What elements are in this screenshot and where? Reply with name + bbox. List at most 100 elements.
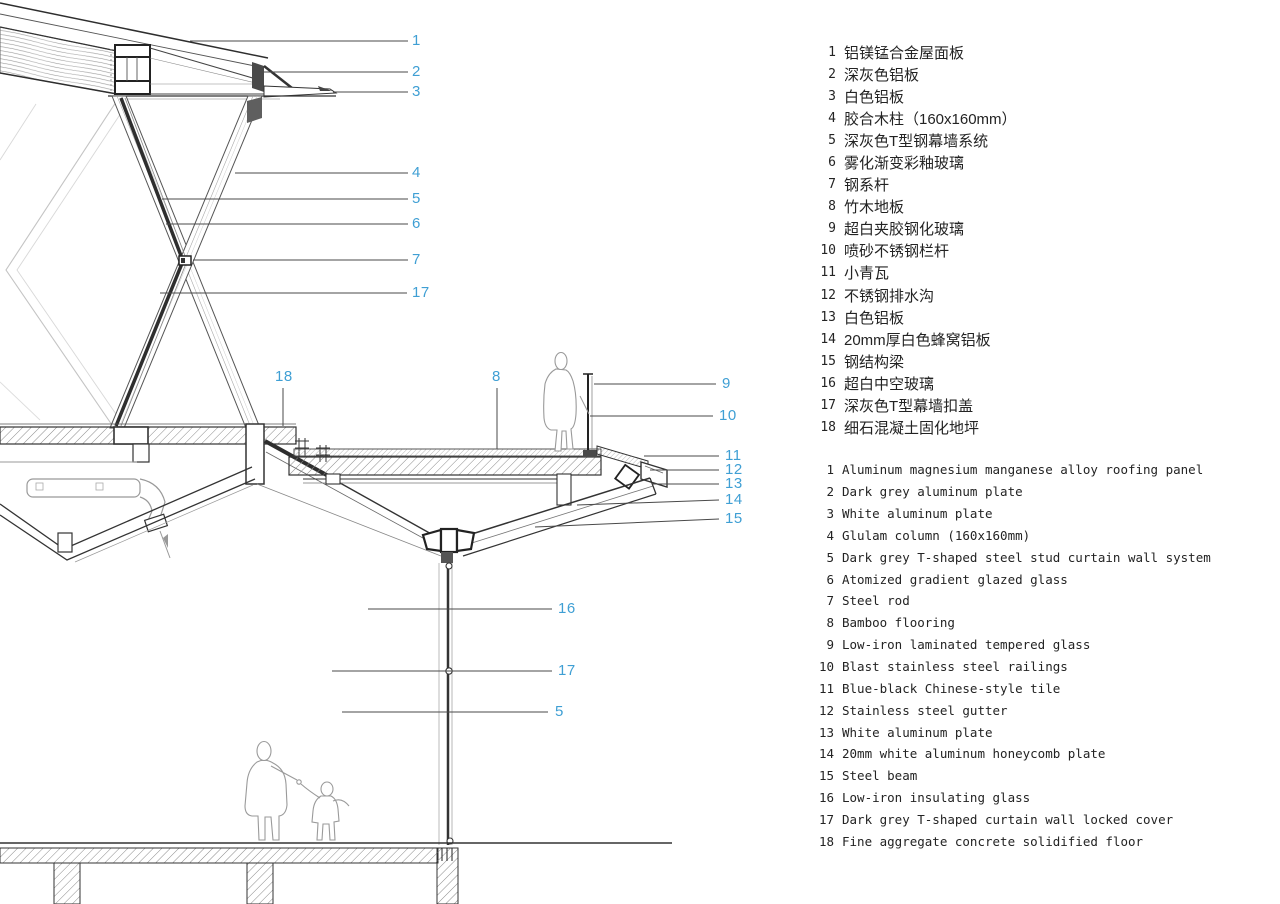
legend-item-number: 14: [818, 746, 834, 762]
legend-item-number: 18: [818, 833, 834, 849]
legend-row: 17 深灰色T型幕墙扣盖: [818, 395, 1017, 417]
railing: [579, 373, 597, 457]
legend-row: 9 超白夹胶钢化玻璃: [818, 218, 1017, 240]
legend-item-number: 1: [828, 44, 836, 60]
legend-item-number: 8: [828, 199, 836, 215]
legend-item-text: Low-iron laminated tempered glass: [842, 637, 1091, 653]
legend-item-text: Dark grey T-shaped steel stud curtain wa…: [842, 549, 1211, 565]
legend-item-text: 深灰色铝板: [844, 66, 920, 84]
legend-item-text: 白色铝板: [844, 309, 905, 327]
roof-assembly: [0, 2, 338, 100]
legend-item-text: 超白中空玻璃: [844, 375, 935, 393]
legend-row: 17 Dark grey T-shaped curtain wall locke…: [816, 809, 1211, 831]
legend-item-number: 10: [820, 243, 836, 259]
legend-row: 13 白色铝板: [818, 306, 1017, 328]
legend-item-text: Stainless steel gutter: [842, 702, 1008, 718]
eave-fascia: [252, 62, 338, 98]
legend-row: 12 不锈钢排水沟: [818, 284, 1017, 306]
lower-left-roof: [0, 466, 256, 563]
legend-item-text: 细石混凝土固化地坪: [844, 420, 980, 438]
leader-line: [576, 499, 720, 506]
valley-roof-right: [455, 477, 657, 557]
ground-slab: [0, 842, 672, 904]
valley-apex-joint: [421, 527, 476, 563]
legend-item-number: 17: [820, 398, 836, 414]
legend-row: 14 20mm厚白色蜂窝铝板: [818, 328, 1017, 350]
legend-item-number: 15: [820, 353, 836, 369]
legend-item-text: 竹木地板: [844, 199, 905, 217]
legend-item-number: 9: [826, 637, 834, 653]
airflow-arrow: [163, 534, 168, 548]
legend-row: 12 Stainless steel gutter: [816, 699, 1211, 721]
legend-item-text: Aluminum magnesium manganese alloy roofi…: [842, 462, 1204, 478]
legend-english: 1 Aluminum magnesium manganese alloy roo…: [816, 459, 1211, 852]
legend-row: 6 Atomized gradient glazed glass: [816, 568, 1211, 590]
legend-row: 18 Fine aggregate concrete solidified fl…: [816, 830, 1211, 852]
legend-item-text: Steel rod: [842, 593, 910, 609]
legend-item-number: 13: [820, 309, 836, 325]
legend-item-text: Low-iron insulating glass: [842, 790, 1031, 806]
leader-line: [534, 518, 720, 528]
person-child: [300, 781, 350, 841]
legend-item-text: White aluminum plate: [842, 724, 993, 740]
legend-item-number: 6: [828, 155, 836, 171]
legend-row: 2 Dark grey aluminum plate: [816, 481, 1211, 503]
legend-row: 1 铝镁锰合金屋面板: [818, 41, 1017, 63]
legend-row: 8 Bamboo flooring: [816, 612, 1211, 634]
legend-item-text: Steel beam: [842, 768, 918, 784]
legend-item-text: Dark grey T-shaped curtain wall locked c…: [842, 811, 1174, 827]
deck: [288, 438, 602, 506]
legend-item-number: 4: [826, 527, 834, 543]
legend-row: 5 Dark grey T-shaped steel stud curtain …: [816, 546, 1211, 568]
legend-item-text: Blast stainless steel railings: [842, 659, 1068, 675]
legend-item-text: 深灰色T型钢幕墙系统: [844, 132, 989, 150]
legend-row: 18 细石混凝土固化地坪: [818, 417, 1017, 439]
legend-item-number: 2: [828, 66, 836, 82]
legend-item-number: 3: [828, 88, 836, 104]
legend-item-text: 喷砂不锈钢栏杆: [844, 243, 950, 261]
glass-facade-faint: [0, 101, 124, 426]
curtain-wall-mullion-fold: [114, 97, 185, 427]
legend-item-text: 深灰色T型幕墙扣盖: [844, 398, 974, 416]
legend-item-number: 5: [828, 132, 836, 148]
legend-item-number: 2: [826, 484, 834, 500]
legend-row: 6 雾化渐变彩釉玻璃: [818, 151, 1017, 173]
legend-item-text: 超白夹胶钢化玻璃: [844, 221, 965, 239]
legend-row: 14 20mm white aluminum honeycomb plate: [816, 743, 1211, 765]
legend-item-text: 20mm厚白色蜂窝铝板: [844, 331, 991, 349]
legend-item-number: 7: [828, 177, 836, 193]
legend-item-text: 20mm white aluminum honeycomb plate: [842, 746, 1106, 762]
legend-item-number: 5: [826, 549, 834, 565]
legend-item-text: 钢结构梁: [844, 353, 905, 371]
legend-item-number: 11: [818, 680, 834, 696]
legend-row: 4 Glulam column (160x160mm): [816, 525, 1211, 547]
curtain-wall-column: [438, 562, 454, 845]
legend-item-number: 17: [818, 811, 834, 827]
legend-item-text: Blue-black Chinese-style tile: [842, 680, 1061, 696]
legend-item-text: Glulam column (160x160mm): [842, 527, 1031, 543]
legend-item-number: 6: [826, 571, 834, 587]
legend-item-number: 9: [828, 221, 836, 237]
legend-item-text: 胶合木柱（160x160mm）: [844, 110, 1017, 128]
legend-item-number: 11: [820, 265, 836, 281]
legend-row: 7 Steel rod: [816, 590, 1211, 612]
legend-row: 16 Low-iron insulating glass: [816, 787, 1211, 809]
legend-row: 10 Blast stainless steel railings: [816, 656, 1211, 678]
legend-item-number: 1: [826, 462, 834, 478]
upper-floor-slab: [0, 423, 297, 485]
legend-row: 7 钢系杆: [818, 174, 1017, 196]
legend-item-text: 铝镁锰合金屋面板: [844, 44, 965, 62]
legend-item-text: 小青瓦: [844, 265, 890, 283]
legend-item-number: 12: [820, 287, 836, 303]
legend-item-number: 8: [826, 615, 834, 631]
legend-row: 15 Steel beam: [816, 765, 1211, 787]
column-head-block: [110, 44, 151, 95]
legend-item-text: 雾化渐变彩釉玻璃: [844, 155, 965, 173]
callout-leader-lines: [160, 40, 720, 713]
person-standing: [543, 351, 577, 452]
legend-row: 16 超白中空玻璃: [818, 372, 1017, 394]
legend-row: 4 胶合木柱（160x160mm）: [818, 107, 1017, 129]
legend-item-number: 3: [826, 506, 834, 522]
legend-item-text: 不锈钢排水沟: [844, 287, 935, 305]
